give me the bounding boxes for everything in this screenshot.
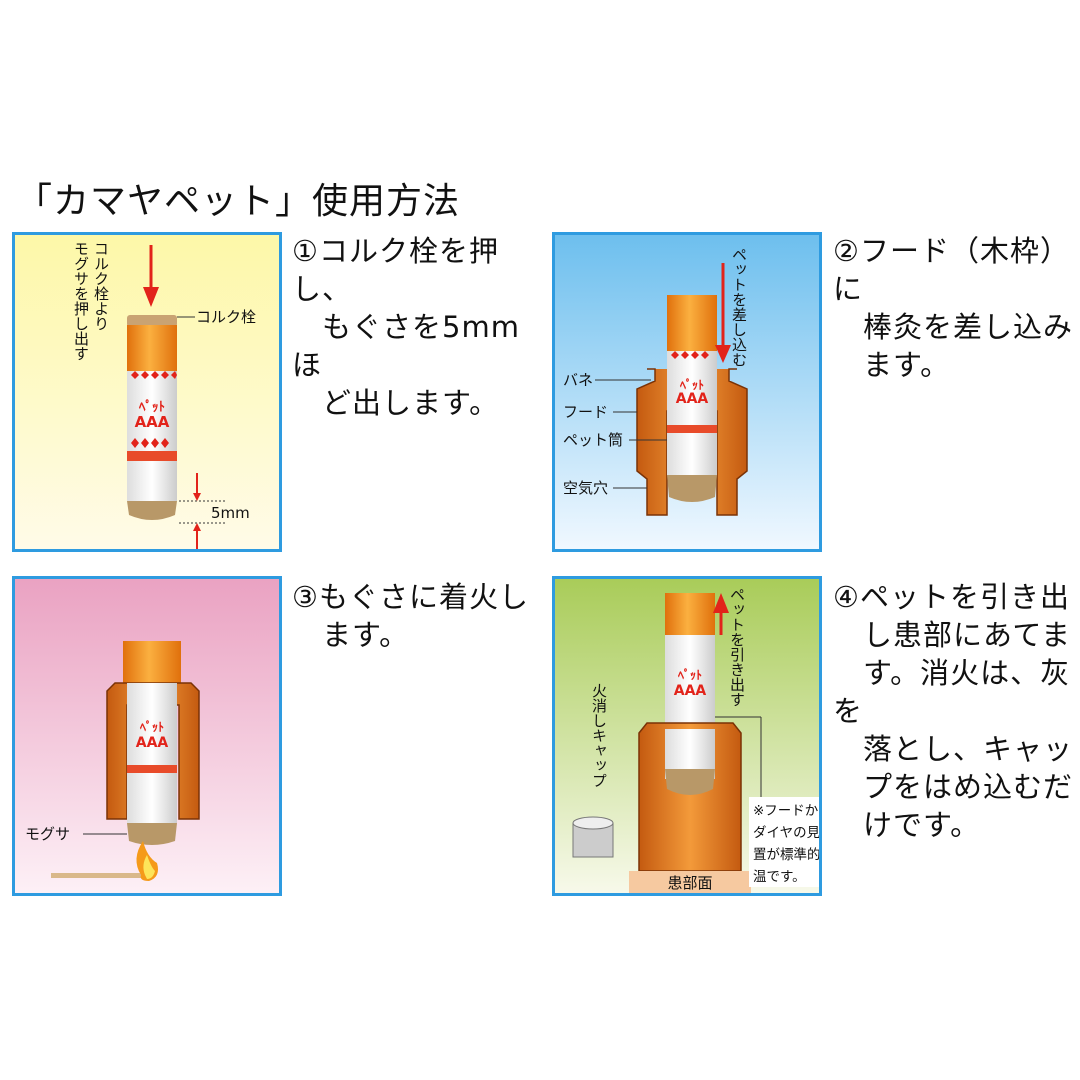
red-band — [127, 451, 177, 461]
brand-mark-aaa: AAA — [136, 735, 169, 751]
mogusa — [667, 475, 717, 502]
tube-body — [127, 371, 177, 501]
tube-body — [667, 351, 717, 475]
mogusa — [665, 769, 715, 795]
step3-line1: ③もぐさに着火し — [292, 580, 529, 614]
brand-mark: ﾍﾟｯﾄ — [138, 399, 165, 415]
step2-illustration: ﾍﾟｯﾄ AAA ペットを差し込む バネ フード ペット筒 空気穴 — [552, 232, 822, 552]
skin-label: 患部面 — [667, 874, 712, 892]
gap-arrowhead-top-icon — [193, 493, 201, 501]
air-hole-label: 空気穴 — [563, 479, 608, 497]
insert-label: ペットを差し込む — [730, 247, 748, 367]
cap-rim — [572, 816, 614, 830]
arrow-head-icon — [713, 593, 729, 613]
push-out-label-2: モグサを押し出す — [72, 241, 90, 361]
cork-label: コルク栓 — [196, 308, 256, 326]
skin-surface — [629, 871, 751, 893]
step1-line3: ど出します。 — [292, 386, 500, 420]
step1-illustration: コルク栓より モグサを押し出す ﾍﾟｯﾄ AAA コルク栓 5mm — [12, 232, 282, 552]
arrow-head-icon — [715, 345, 731, 363]
note-box — [749, 797, 819, 887]
diamond-band — [131, 371, 177, 379]
spring-label: バネ — [563, 371, 593, 389]
step4-line3: す。消火は、灰を — [833, 656, 1071, 728]
tube-top — [665, 593, 715, 635]
step4-line2: し患部にあてま — [833, 618, 1071, 652]
step1-line1: ①コルク栓を押し、 — [292, 234, 499, 306]
push-out-label: コルク栓より — [92, 241, 110, 331]
cork-stopper — [127, 315, 177, 327]
tube-top — [123, 641, 181, 683]
step2-line3: ます。 — [833, 348, 951, 382]
step3-line2: ます。 — [292, 618, 410, 652]
step4-text: ④ペットを引き出 し患部にあてま す。消火は、灰を 落とし、キャッ プをはめ込む… — [833, 578, 1073, 844]
tube-label: ペット筒 — [563, 431, 623, 449]
mogusa — [127, 823, 177, 845]
mogusa-label: モグサ — [25, 825, 70, 843]
brand-mark-aaa: AAA — [674, 683, 707, 699]
step4-line5: プをはめ込むだ — [833, 770, 1074, 804]
brand-mark: ﾍﾟｯﾄ — [679, 377, 704, 392]
red-band — [127, 765, 177, 773]
step1-line2: もぐさを5mmほ — [292, 310, 520, 382]
step4-illustration: ﾍﾟｯﾄ AAA ペットを引き出す 火消しキャップ 患部面 ※フードから赤い ダ… — [552, 576, 822, 896]
step2-line1: ②フード（木枠）に — [833, 234, 1070, 306]
hood-label: フード — [563, 403, 608, 421]
cap-label: 火消しキャップ — [590, 683, 608, 788]
note-line1: ※フードから赤い — [753, 803, 822, 819]
brand-mark: ﾍﾟｯﾄ — [677, 667, 702, 682]
tube-body — [127, 683, 177, 823]
step4-line4: 落とし、キャッ — [833, 732, 1074, 766]
note-line2: ダイヤの見える位 — [753, 825, 822, 841]
mogusa — [127, 501, 177, 520]
arrow-head-icon — [143, 287, 159, 307]
match-stick — [51, 873, 141, 878]
tube-orange-band — [127, 325, 177, 371]
note-line4: 温です。 — [753, 869, 806, 885]
brand-mark: ﾍﾟｯﾄ — [139, 719, 164, 734]
diamond-band — [671, 351, 709, 359]
pull-out-label: ペットを引き出す — [728, 587, 746, 707]
brand-mark-aaa: AAA — [676, 391, 709, 407]
step2-text: ②フード（木枠）に 棒灸を差し込み ます。 — [833, 232, 1073, 384]
tube-orange-band — [667, 295, 717, 351]
gap-label: 5mm — [211, 504, 250, 522]
extinguish-cap — [572, 822, 614, 858]
step4-line1: ④ペットを引き出 — [833, 580, 1070, 614]
step2-line2: 棒灸を差し込み — [833, 310, 1074, 344]
flame-core-icon — [143, 855, 155, 879]
step1-text: ①コルク栓を押し、 もぐさを5mmほ ど出します。 — [292, 232, 542, 422]
red-band — [667, 425, 717, 433]
page-title: 「カマヤペット」使用方法 — [16, 181, 461, 222]
note-line3: 置が標準的な適 — [753, 846, 822, 863]
brand-mark-aaa: AAA — [135, 413, 170, 431]
gap-arrowhead-bottom-icon — [193, 523, 201, 531]
diamond-band-2 — [131, 438, 169, 448]
step4-line6: けです。 — [833, 808, 981, 842]
step3-illustration: ﾍﾟｯﾄ AAA モグサ — [12, 576, 282, 896]
step3-text: ③もぐさに着火し ます。 — [292, 578, 542, 654]
